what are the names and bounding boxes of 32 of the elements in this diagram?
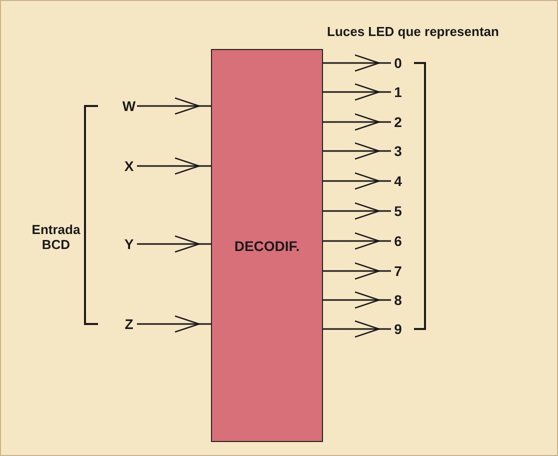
arrow — [323, 232, 391, 250]
arrow — [323, 262, 391, 280]
input-label: W — [121, 97, 137, 115]
outputs-heading: Luces LED que representan — [327, 25, 500, 40]
output-label: 8 — [391, 291, 405, 309]
arrow — [137, 235, 211, 253]
arrow — [137, 315, 211, 333]
output-label: 5 — [391, 202, 405, 220]
output-label: 0 — [391, 54, 405, 72]
output-label: 1 — [391, 83, 405, 101]
decoder-block — [211, 49, 323, 442]
arrow — [323, 142, 391, 160]
arrow — [137, 97, 211, 115]
input-label: X — [121, 157, 137, 175]
output-label: 9 — [391, 320, 405, 338]
output-label: 7 — [391, 262, 405, 280]
arrow — [323, 202, 391, 220]
arrow — [323, 291, 391, 309]
output-label: 6 — [391, 232, 405, 250]
input-label: Y — [121, 235, 137, 253]
block-label: DECODIF. — [234, 238, 300, 254]
arrow — [323, 113, 391, 131]
input-label: Z — [121, 315, 137, 333]
output-label: 3 — [391, 142, 405, 160]
output-label: 4 — [391, 172, 405, 190]
arrow — [323, 320, 391, 338]
arrow — [323, 54, 391, 72]
arrow — [323, 83, 391, 101]
arrow — [137, 157, 211, 175]
arrow — [323, 172, 391, 190]
output-label: 2 — [391, 113, 405, 131]
inputs-label: Entrada BCD — [30, 223, 82, 253]
